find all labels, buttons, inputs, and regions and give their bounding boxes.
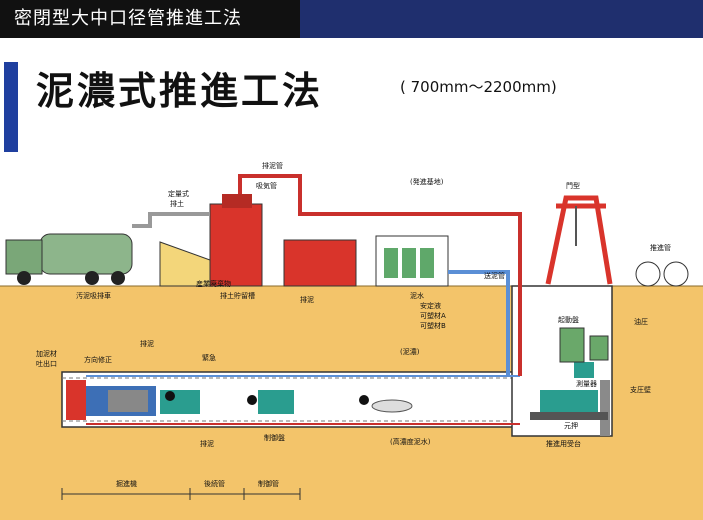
excavator-drive xyxy=(108,390,148,412)
label-sludge-truck: 汚泥吸排車 xyxy=(76,291,111,300)
label-emergency: 緊急 xyxy=(202,353,216,362)
feed-pipe-surface xyxy=(448,270,510,376)
control-panel-start xyxy=(559,327,585,363)
worker-1 xyxy=(165,391,175,401)
truck-wheel-3 xyxy=(111,271,125,285)
plant-tank-3 xyxy=(420,248,434,278)
sludge-truck-cab xyxy=(5,239,43,275)
label-hydraulic: 油圧 xyxy=(634,317,648,326)
worker-2 xyxy=(247,395,257,405)
jack-pedestal xyxy=(530,412,608,420)
plant-tank-1 xyxy=(384,248,398,278)
label-mud-discharge-3: 排泥 xyxy=(200,439,214,448)
label-fixed-discharge-1: 定量式 xyxy=(168,189,189,198)
pressure-wall xyxy=(600,380,610,436)
label-control-pipe: 制御管 xyxy=(258,479,279,488)
jacking-pipe-2 xyxy=(663,261,689,287)
jacking-pipe-1 xyxy=(635,261,661,287)
label-additive-outlet-2: 吐出口 xyxy=(36,359,57,368)
control-unit xyxy=(258,390,294,414)
mud-discharge-unit xyxy=(283,239,357,287)
label-pressure-wall: 支圧壁 xyxy=(630,385,651,394)
truck-wheel-1 xyxy=(17,271,31,285)
label-meter: 測量器 xyxy=(576,379,597,388)
label-soil-tank: 排土貯留槽 xyxy=(220,291,255,300)
label-launch-base: (発進基地) xyxy=(410,177,444,186)
label-control-panel-start: 起動盤 xyxy=(558,315,579,324)
label-additive-outlet-1: 加泥材 xyxy=(36,349,57,358)
worker-3 xyxy=(359,395,369,405)
fixed-discharge-unit xyxy=(222,194,252,208)
label-main-jack: 元押 xyxy=(564,421,578,430)
label-excavator: 掘進機 xyxy=(116,479,137,488)
construction-diagram: 排泥管 吸気管 定量式 排土 (発進基地) 門型 推進管 汚泥吸排車 産業廃棄物… xyxy=(0,161,703,520)
hydraulic-unit xyxy=(589,335,609,361)
label-plasticizer-a: 可塑材A xyxy=(420,311,446,320)
label-feed-pipe: 送泥管 xyxy=(484,271,505,280)
main-jack xyxy=(540,390,598,412)
truck-wheel-2 xyxy=(85,271,99,285)
label-jack-pedestal: 推進用受台 xyxy=(546,439,581,448)
excavator-head xyxy=(66,380,86,420)
discharge-pipe-surface xyxy=(238,174,522,376)
label-direction-correction: 方向修正 xyxy=(84,355,112,364)
label-fixed-discharge-2: 排土 xyxy=(170,199,184,208)
gantry-crane xyxy=(545,195,613,285)
label-plasticizer-b: 可塑材B xyxy=(420,321,446,330)
header-title: 密閉型大中口径管推進工法 xyxy=(0,0,300,38)
label-mud-discharge-pipe: 排泥管 xyxy=(262,161,283,170)
sludge-truck-tank xyxy=(39,233,133,275)
label-trailing-pipe: 後続管 xyxy=(204,479,225,488)
plant-tank-2 xyxy=(402,248,416,278)
label-control-panel: 制御盤 xyxy=(264,433,285,442)
label-gate-crane: 門型 xyxy=(566,181,580,190)
header-bar: 密閉型大中口径管推進工法 xyxy=(0,0,703,38)
main-title: 泥濃式推進工法 xyxy=(36,69,324,113)
title-accent-bar xyxy=(4,62,18,152)
label-stabilizer: 安定液 xyxy=(420,301,441,310)
label-suction-pipe: 吸気管 xyxy=(256,181,277,190)
label-high-density-mud: (高濃度泥水) xyxy=(390,437,431,446)
label-mud-water: 泥水 xyxy=(410,291,424,300)
meter xyxy=(574,362,594,378)
label-mud-discharge: 排泥 xyxy=(300,295,314,304)
spoil-cart xyxy=(371,399,413,413)
label-slurry-flow: (泥濃) xyxy=(400,347,420,356)
suction-pipe xyxy=(132,212,210,228)
soil-storage-tank xyxy=(209,203,263,287)
size-range: ( 700mm～2200mm) xyxy=(400,78,557,96)
label-mud-discharge-2: 排泥 xyxy=(140,339,154,348)
label-waste-dump: 産業廃棄物 xyxy=(196,279,231,288)
label-jacking-pipe: 推進管 xyxy=(650,243,671,252)
